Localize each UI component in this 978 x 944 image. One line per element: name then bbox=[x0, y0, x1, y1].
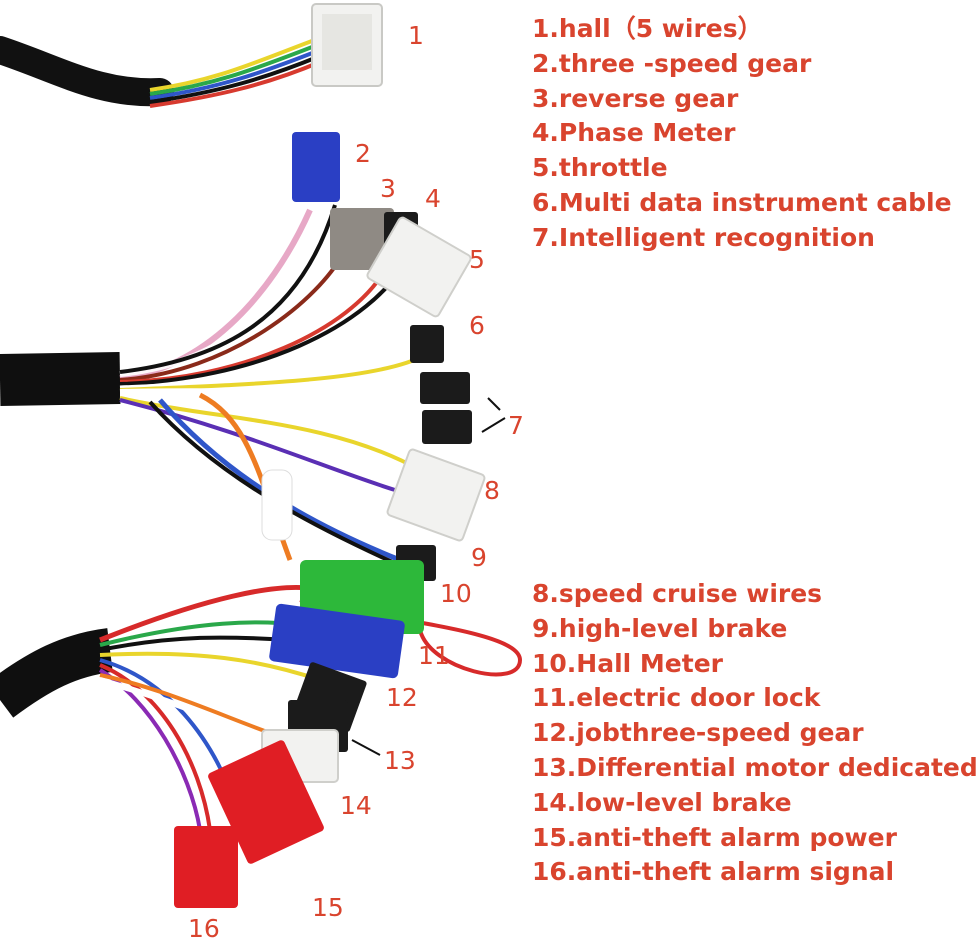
legend-item-5: 5.throttle bbox=[532, 153, 668, 183]
callout-13: 13 bbox=[384, 746, 416, 775]
connector-16 bbox=[174, 826, 238, 908]
legend-item-8: 8.speed cruise wires bbox=[532, 579, 823, 608]
legend-item-10: 10.Hall Meter bbox=[532, 648, 723, 678]
hall-harness bbox=[0, 3, 383, 108]
connector-11 bbox=[269, 603, 405, 679]
legend-item-14: 14.low-level brake bbox=[532, 787, 792, 817]
callout-4: 4 bbox=[425, 184, 441, 213]
callout-2: 2 bbox=[355, 139, 371, 168]
legend-item-4: 4.Phase Meter bbox=[532, 118, 736, 148]
bottom-harness bbox=[0, 560, 523, 908]
callout-5: 5 bbox=[469, 245, 485, 274]
legend-bottom: 8.speed cruise wires 9.high-level brake … bbox=[532, 577, 978, 890]
legend-top: 1.hall（5 wires） 2.three -speed gear 3.re… bbox=[532, 12, 952, 256]
callout-1: 1 bbox=[408, 21, 424, 50]
callout-15: 15 bbox=[312, 893, 344, 922]
callout-11: 11 bbox=[418, 641, 450, 670]
legend-item-12: 12.jobthree-speed gear bbox=[532, 718, 864, 748]
callout-10: 10 bbox=[440, 579, 472, 608]
legend-item-1: 1.hall（5 wires） bbox=[532, 14, 763, 43]
callout-9: 9 bbox=[471, 543, 487, 572]
legend-item-16: 16.anti-theft alarm signal bbox=[532, 857, 895, 887]
callout-3: 3 bbox=[380, 174, 396, 203]
connector-5 bbox=[366, 216, 472, 318]
legend-item-7: 7.Intelligent recognition bbox=[532, 222, 875, 252]
connector-6 bbox=[410, 325, 444, 363]
callout-12: 12 bbox=[386, 683, 418, 712]
callout-6: 6 bbox=[469, 311, 485, 340]
legend-item-13: 13.Differential motor dedicated bbox=[532, 752, 978, 782]
connector-2 bbox=[292, 132, 340, 202]
callout-14: 14 bbox=[340, 791, 372, 820]
callout-16: 16 bbox=[188, 914, 220, 943]
legend-item-15: 15.anti-theft alarm power bbox=[532, 822, 897, 852]
connector-7b bbox=[422, 410, 472, 444]
callout-7: 7 bbox=[508, 411, 524, 440]
callout-8: 8 bbox=[484, 476, 500, 505]
legend-item-2: 2.three -speed gear bbox=[532, 48, 812, 78]
legend-item-11: 11.electric door lock bbox=[532, 683, 821, 713]
legend-item-9: 9.high-level brake bbox=[532, 613, 788, 643]
connector-7a bbox=[420, 372, 470, 404]
legend-item-3: 3.reverse gear bbox=[532, 83, 739, 113]
main-harness bbox=[0, 132, 506, 581]
legend-item-6: 6.Multi data instrument cable bbox=[532, 187, 952, 217]
connector-8 bbox=[386, 448, 486, 542]
